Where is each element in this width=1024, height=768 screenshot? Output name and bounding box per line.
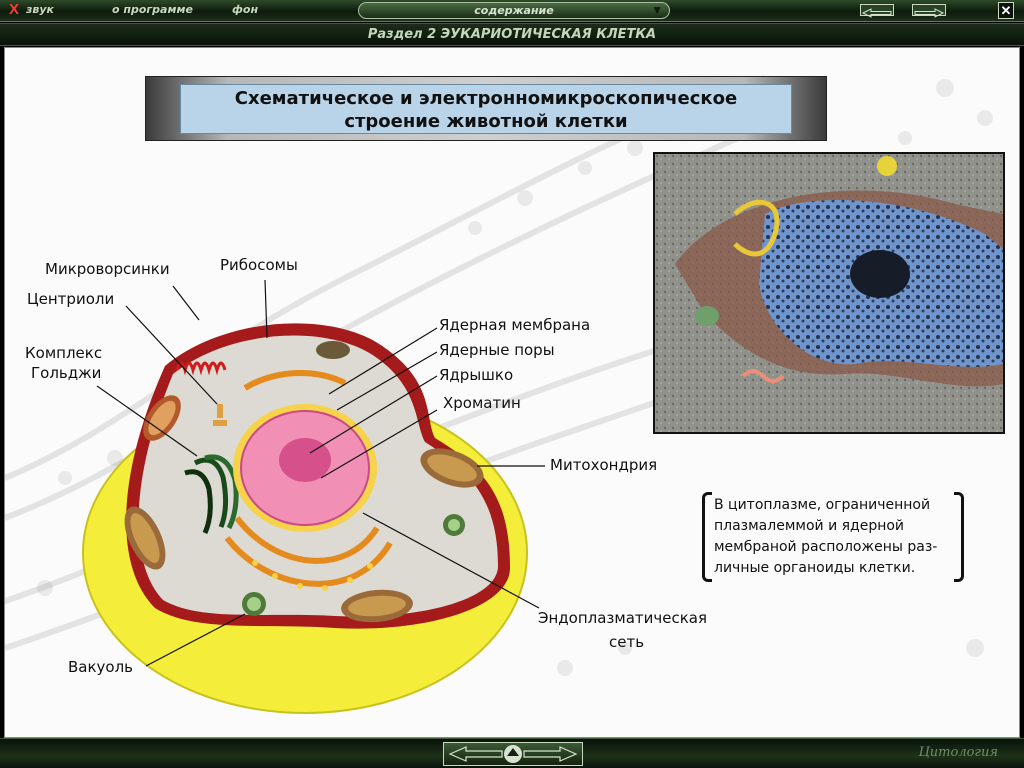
contents-dropdown[interactable]: содержание ▼: [358, 2, 670, 19]
sound-off-icon[interactable]: X: [9, 1, 20, 18]
forward-arrow-icon[interactable]: [523, 746, 578, 762]
back-arrow-icon[interactable]: [448, 746, 503, 762]
slide-title-plate: Схематическое и электронномикроскопическ…: [145, 76, 827, 141]
navigation-panel: [443, 742, 583, 766]
label-vacuole: Вакуоль: [68, 658, 134, 676]
rough-er-granules: [252, 560, 373, 591]
close-icon: ✕: [1000, 3, 1012, 18]
slide-title-line2: строение животной клетки: [344, 111, 628, 132]
exit-button[interactable]: ✕: [998, 2, 1014, 19]
endoplasmic-reticulum: [224, 369, 393, 587]
label-golgi-line1: Комплекс: [25, 344, 103, 362]
label-nucleolus: Ядрышко: [439, 366, 514, 384]
label-er-line2: сеть: [609, 633, 645, 651]
mitochondrion: [341, 589, 413, 623]
home-icon[interactable]: [504, 745, 522, 763]
app-brand: Цитология: [918, 745, 998, 760]
label-golgi-line2: Гольджи: [31, 364, 102, 382]
menu-sound[interactable]: звук: [26, 3, 54, 16]
label-centrioles: Центриоли: [27, 290, 115, 308]
slide-content: Схематическое и электронномикроскопическ…: [4, 47, 1020, 738]
slide-title-line1: Схематическое и электронномикроскопическ…: [234, 88, 738, 109]
section-header: Раздел 2 ЭУКАРИОТИЧЕСКАЯ КЛЕТКА: [0, 23, 1024, 46]
electron-micrograph: [653, 152, 1005, 434]
centrioles: [213, 404, 227, 426]
label-er-line1: Эндоплазматическая: [538, 609, 707, 627]
top-menubar: X звук о программе фон содержание ▼ ✕: [0, 0, 1024, 22]
label-mitochondria: Митохондрия: [550, 456, 658, 474]
note-bracket-right: [954, 492, 964, 582]
label-leader-lines: [96, 279, 545, 667]
vacuole: [443, 514, 465, 536]
menu-background[interactable]: фон: [232, 3, 259, 16]
bottom-navbar: Цитология: [0, 738, 1024, 768]
animal-cell-diagram: [82, 279, 545, 714]
label-ribosomes: Рибосомы: [220, 256, 298, 274]
menu-about[interactable]: о программе: [112, 3, 193, 16]
label-nuclear-pores: Ядерные поры: [439, 341, 555, 359]
prev-button[interactable]: [860, 4, 894, 18]
note-bracket-left: [702, 492, 712, 582]
vacuole: [242, 592, 266, 616]
slide-title: Схематическое и электронномикроскопическ…: [180, 84, 792, 134]
arrow-left-icon: [861, 8, 892, 18]
contents-label: содержание: [474, 4, 554, 17]
label-nuclear-membrane: Ядерная мембрана: [439, 316, 591, 334]
note-box: В цитоплазме, ограниченной плазмалеммой …: [702, 492, 964, 582]
section-title: Раздел 2 ЭУКАРИОТИЧЕСКАЯ КЛЕТКА: [367, 27, 657, 42]
arrow-right-icon: [914, 8, 945, 18]
mitochondrion: [316, 341, 350, 359]
next-button[interactable]: [912, 4, 946, 18]
chevron-down-icon: ▼: [651, 3, 663, 17]
label-chromatin: Хроматин: [443, 394, 521, 412]
mitochondrion: [420, 448, 484, 488]
label-microvilli: Микроворсинки: [45, 260, 170, 278]
note-text: В цитоплазме, ограниченной плазмалеммой …: [714, 497, 938, 576]
mitochondrion: [124, 506, 166, 570]
nucleolus: [279, 438, 331, 482]
